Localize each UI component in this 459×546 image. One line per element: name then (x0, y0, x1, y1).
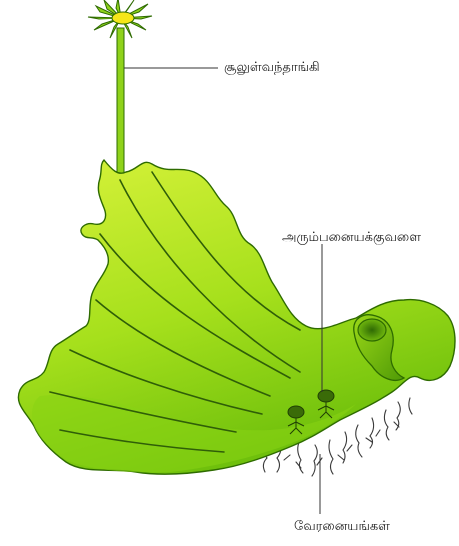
label-archegoniophore: சூலுள்வந்தாங்கி (224, 61, 320, 74)
archegoniophore-center (112, 12, 134, 24)
label-rhizoids: வேரனையங்கள் (294, 520, 390, 533)
archegoniophore (88, 0, 152, 178)
label-archegonia: அரும்பனையக்குவளை (282, 231, 421, 244)
